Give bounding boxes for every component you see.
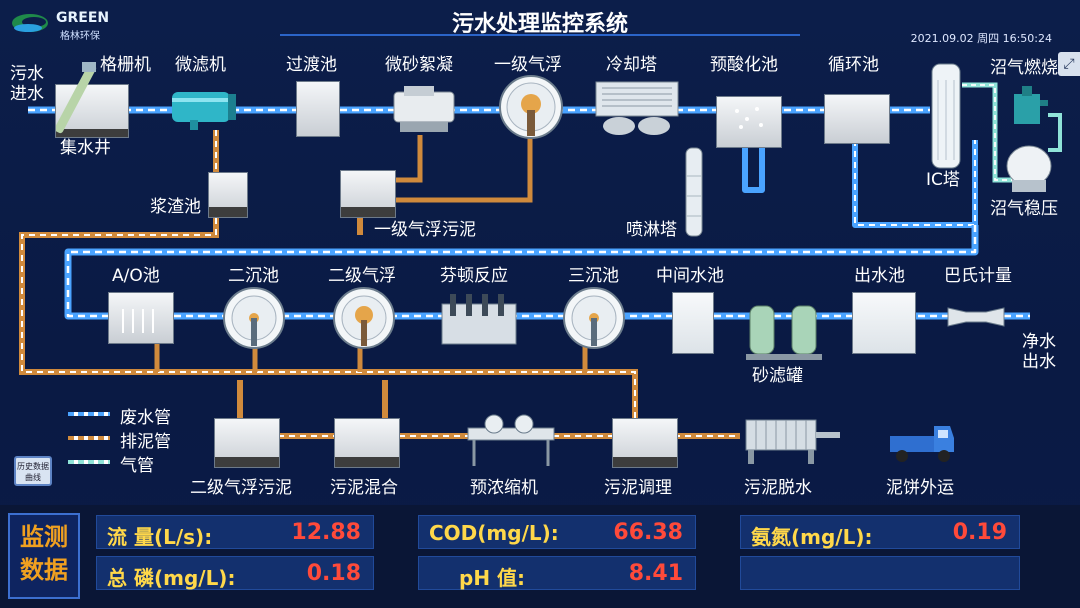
micro-filter-label: 微滤机: [175, 55, 226, 75]
monitor-title-line2: 数据: [20, 556, 68, 584]
legend-sludge-label: 排泥管: [120, 432, 171, 452]
legend-waste-label: 废水管: [120, 408, 171, 428]
ao-pool-label: A/O池: [112, 266, 160, 286]
biogas-stabilizer[interactable]: [1004, 140, 1054, 194]
cooling-tower-label: 冷却塔: [606, 55, 657, 75]
history-curve-button[interactable]: 历史数据曲线: [14, 456, 52, 486]
truck[interactable]: [888, 418, 958, 466]
cake-transport-label: 泥饼外运: [886, 478, 954, 498]
monitor-item-empty: [740, 556, 1020, 590]
flow-value: 12.88: [291, 520, 361, 545]
header-underline: [280, 0, 800, 36]
cod-value: 66.38: [613, 520, 683, 545]
biogas-burner-label: 沼气燃烧: [990, 58, 1058, 78]
circulation-label: 循环池: [828, 55, 879, 75]
middle-pool-label: 中间水池: [656, 266, 724, 286]
grille-label: 格栅机: [100, 55, 151, 75]
filter-press[interactable]: [742, 414, 842, 466]
sed3-label: 三沉池: [568, 266, 619, 286]
collect-well-label: 集水井: [60, 138, 111, 158]
preacid-label: 预酸化池: [710, 55, 778, 75]
biogas-stabilize-label: 沼气稳压: [990, 199, 1058, 219]
microsand-label: 微砂絮凝: [385, 55, 453, 75]
parshall-label: 巴氏计量: [944, 266, 1012, 286]
ph-value: 8.41: [628, 561, 683, 586]
ph-name: pH 值:: [459, 566, 526, 590]
sludge-mix-label: 污泥混合: [330, 478, 398, 498]
micro-filter-machine[interactable]: [170, 84, 238, 130]
flow-name: 流 量(L/s):: [107, 525, 213, 549]
ammonia-value: 0.19: [952, 520, 1007, 545]
preacid-pool[interactable]: [716, 96, 782, 148]
clean-water-label: 净水: [1022, 332, 1056, 352]
sed2-clarifier[interactable]: [222, 286, 286, 350]
spray-tower[interactable]: [682, 146, 706, 237]
sludge-pipe-swatch: [68, 436, 110, 440]
outlet-pool[interactable]: [852, 292, 916, 354]
fenton-label: 芬顿反应: [440, 266, 508, 286]
sed3-clarifier[interactable]: [562, 286, 626, 350]
fenton-reactor[interactable]: [440, 290, 518, 348]
page-title: 污水处理监控系统: [451, 12, 628, 37]
datetime: 2021.09.02 周四 16:50:24: [910, 32, 1052, 45]
sand-filter-tanks[interactable]: [744, 300, 824, 366]
logo-subtext: 格林环保: [60, 31, 100, 42]
legend-gas-label: 气管: [120, 456, 154, 476]
sed2-label: 二沉池: [228, 266, 279, 286]
spray-tower-label: 喷淋塔: [626, 220, 677, 240]
middle-pool[interactable]: [672, 292, 714, 354]
sludge-condition-label: 污泥调理: [604, 478, 672, 498]
float2-sludge-pool[interactable]: [214, 418, 280, 468]
float1-sludge-label: 一级气浮污泥: [374, 220, 476, 240]
inlet-label-2: 进水: [10, 84, 44, 104]
expand-icon[interactable]: ⤢: [1058, 52, 1080, 76]
thickener-label: 预浓缩机: [470, 478, 538, 498]
float1-sludge-pool[interactable]: [340, 170, 396, 218]
monitor-title: 监测 数据: [8, 513, 80, 599]
thickener-machine[interactable]: [464, 408, 558, 468]
phosphorus-value: 0.18: [306, 561, 361, 586]
float2-label: 二级气浮: [328, 266, 396, 286]
waste-pipe-swatch: [68, 412, 110, 416]
float1-label: 一级气浮: [494, 55, 562, 75]
cod-name: COD(mg/L):: [429, 521, 559, 545]
ic-tower-label: IC塔: [926, 170, 960, 190]
float2-clarifier[interactable]: [332, 286, 396, 350]
monitor-item-ammonia: 氨氮(mg/L): 0.19: [740, 515, 1020, 549]
ammonia-name: 氨氮(mg/L):: [751, 525, 873, 549]
inlet-label: 污水: [10, 64, 44, 84]
slurry-pool[interactable]: [208, 172, 248, 218]
circulation-pool[interactable]: [824, 94, 890, 144]
monitor-item-phosphorus: 总 磷(mg/L): 0.18: [96, 556, 374, 590]
monitor-item-ph: pH 值: 8.41: [418, 556, 696, 590]
sludge-mix-pool[interactable]: [334, 418, 400, 468]
float1-clarifier[interactable]: [498, 74, 564, 140]
sand-filter-label: 砂滤罐: [752, 366, 803, 386]
microsand-unit[interactable]: [390, 82, 458, 134]
cooling-tower[interactable]: [594, 80, 680, 138]
biogas-burner[interactable]: [1008, 84, 1048, 128]
float2-sludge-label: 二级气浮污泥: [190, 478, 292, 498]
green-logo: GREEN 格林环保: [10, 8, 120, 42]
transition-pool[interactable]: [296, 81, 340, 137]
monitor-item-flow: 流 量(L/s): 12.88: [96, 515, 374, 549]
monitor-item-cod: COD(mg/L): 66.38: [418, 515, 696, 549]
grille-machine[interactable]: [54, 60, 97, 140]
sludge-dewater-label: 污泥脱水: [744, 478, 812, 498]
monitor-title-line1: 监测: [20, 523, 68, 551]
phosphorus-name: 总 磷(mg/L):: [107, 566, 236, 590]
clean-water-label-2: 出水: [1022, 352, 1056, 372]
outlet-pool-label: 出水池: [854, 266, 905, 286]
ic-tower[interactable]: [930, 60, 962, 170]
transition-pool-label: 过渡池: [286, 55, 337, 75]
parshall-flume[interactable]: [946, 304, 1006, 330]
sludge-condition-pool[interactable]: [612, 418, 678, 468]
ao-pool[interactable]: [108, 292, 174, 344]
slurry-pool-label: 浆渣池: [150, 197, 201, 217]
gas-pipe-swatch: [68, 460, 110, 464]
logo-text: GREEN: [56, 10, 110, 26]
